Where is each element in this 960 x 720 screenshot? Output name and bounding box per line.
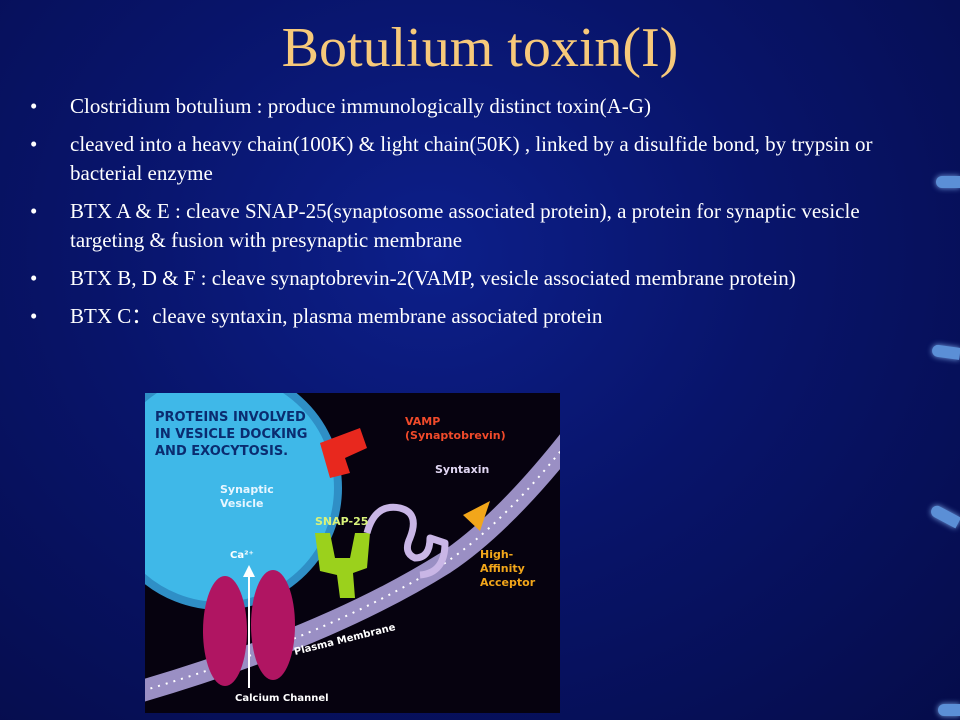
bullet-text: BTX C：cleave syntaxin, plasma membrane a… [70,304,603,328]
calcium-channel-right [251,570,295,680]
acceptor-label-line2: Affinity [480,562,525,575]
bullet-item: • Clostridium botulium : produce immunol… [30,92,920,121]
figure-heading-line2: IN VESICLE DOCKING [155,427,307,442]
bullet-item: • BTX B, D & F : cleave synaptobrevin-2(… [30,264,920,293]
vamp-label: VAMP [405,415,440,428]
acceptor-marker [463,501,490,531]
edge-decoration [928,503,960,529]
bullet-dot: • [30,94,38,118]
bullet-item: • BTX C：cleave syntaxin, plasma membrane… [30,302,920,331]
vamp-label-sub: (Synaptobrevin) [405,429,506,442]
bullet-item: • cleaved into a heavy chain(100K) & lig… [30,130,920,188]
bullet-dot: • [30,132,38,156]
exocytosis-figure: PROTEINS INVOLVED IN VESICLE DOCKING AND… [145,393,560,713]
figure-heading-line3: AND EXOCYTOSIS. [155,444,288,459]
snap25-label: SNAP-25 [315,515,368,528]
bullet-item: • BTX A & E : cleave SNAP-25(synaptosome… [30,197,920,255]
calcium-ion-label: Ca²⁺ [230,550,254,561]
bullet-list: • Clostridium botulium : produce immunol… [30,92,920,340]
bullet-text: cleaved into a heavy chain(100K) & light… [70,132,873,185]
vamp-protein [320,428,367,478]
bullet-dot: • [30,199,38,223]
calcium-channel-label: Calcium Channel [235,693,329,704]
bullet-dot: • [30,266,38,290]
calcium-channel-left [203,576,247,686]
snap25-protein [315,533,370,598]
acceptor-label-line1: High- [480,548,513,561]
bullet-text: Clostridium botulium : produce immunolog… [70,94,651,118]
slide-title: Botulium toxin(I) [281,17,679,79]
edge-decoration [936,176,960,188]
syntaxin-label: Syntaxin [435,463,489,476]
vesicle-label-line1: Synaptic [220,483,274,496]
bullet-dot: • [30,304,38,328]
bullet-text: BTX B, D & F : cleave synaptobrevin-2(VA… [70,266,796,290]
edge-decoration [931,344,960,360]
edge-decoration [938,704,960,716]
acceptor-label-line3: Acceptor [480,576,536,589]
figure-heading-line1: PROTEINS INVOLVED [155,410,306,425]
vesicle-label-line2: Vesicle [220,497,263,510]
exocytosis-diagram: PROTEINS INVOLVED IN VESICLE DOCKING AND… [145,393,560,704]
syntaxin-protein [363,503,449,579]
synaptic-vesicle [145,393,338,606]
bullet-text: BTX A & E : cleave SNAP-25(synaptosome a… [70,199,860,252]
calcium-arrowhead [243,565,255,577]
